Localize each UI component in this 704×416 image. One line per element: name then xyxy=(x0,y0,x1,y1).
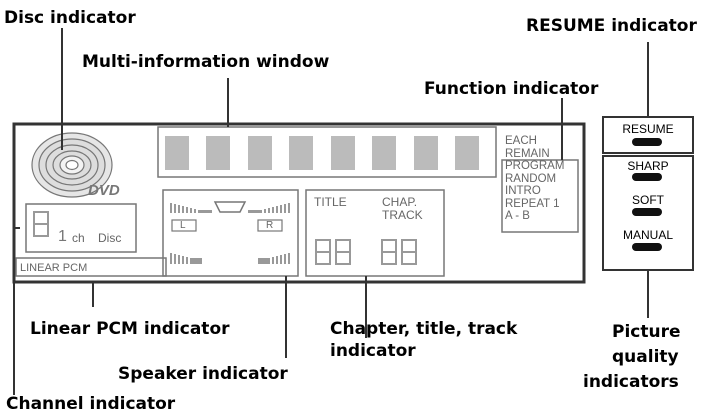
track-label: TRACK xyxy=(382,208,423,222)
soft-led xyxy=(632,208,662,216)
leader-lines xyxy=(13,28,649,395)
channel-ch-label: ch xyxy=(72,231,85,245)
speaker-r-label: R xyxy=(266,220,274,231)
chapter-title-track-label-1: Chapter, title, track xyxy=(330,319,518,339)
function-each: EACH xyxy=(505,135,537,147)
function-indicator-label: Function indicator xyxy=(424,79,599,99)
picture-quality-label-2: quality xyxy=(612,347,679,367)
channel-digit xyxy=(33,211,49,237)
disc-indicator-label: Disc indicator xyxy=(4,8,136,28)
center-speaker xyxy=(213,201,247,213)
multi-info-window-label: Multi-information window xyxy=(82,52,330,72)
linear-pcm-box xyxy=(15,257,167,277)
linear-pcm-text: LINEAR PCM xyxy=(20,262,88,274)
title-label: TITLE xyxy=(314,195,347,209)
speaker-bars xyxy=(170,203,290,264)
track-digits xyxy=(315,239,417,265)
resume-indicator-label: RESUME indicator xyxy=(526,16,697,36)
manual-label: MANUAL xyxy=(622,228,673,242)
sharp-label: SHARP xyxy=(627,159,669,173)
chapter-box xyxy=(305,189,445,277)
function-box xyxy=(501,159,579,233)
dot-matrix-cells xyxy=(165,136,479,170)
function-repeat: REPEAT 1 xyxy=(505,197,560,210)
speaker-indicator-label: Speaker indicator xyxy=(118,364,288,384)
channel-disc-label: Disc xyxy=(98,231,122,245)
function-list: EACH REMAIN PROGRAM RANDOM INTRO REPEAT … xyxy=(505,135,564,223)
function-remain: REMAIN xyxy=(505,147,550,160)
multi-info-box xyxy=(157,126,497,178)
speaker-l-label: L xyxy=(180,220,186,231)
soft-label: SOFT xyxy=(632,193,664,207)
disc-icon xyxy=(31,132,113,198)
picture-quality-label-1: Picture xyxy=(612,322,681,342)
dvd-logo: DVD xyxy=(88,182,120,199)
channel-box xyxy=(25,203,137,253)
picture-quality-label-3: indicators xyxy=(583,372,679,392)
linear-pcm-indicator-label: Linear PCM indicator xyxy=(30,319,230,339)
function-random: RANDOM xyxy=(505,172,557,185)
resume-label: RESUME xyxy=(622,122,674,136)
resume-led xyxy=(632,138,662,146)
channel-unit: 1 xyxy=(58,228,67,245)
left-speaker-box xyxy=(171,219,197,232)
right-speaker-box xyxy=(257,219,283,232)
manual-led xyxy=(632,243,662,251)
channel-indicator-label: Channel indicator xyxy=(6,394,176,414)
sharp-led xyxy=(632,173,662,181)
function-program: PROGRAM xyxy=(505,160,565,172)
function-ab: A - B xyxy=(505,210,530,222)
chapter-title-track-label-2: indicator xyxy=(330,341,416,361)
display-panel xyxy=(12,122,586,284)
function-intro: INTRO xyxy=(505,185,541,197)
speaker-box xyxy=(162,189,299,277)
chap-label: CHAP. xyxy=(382,195,418,209)
